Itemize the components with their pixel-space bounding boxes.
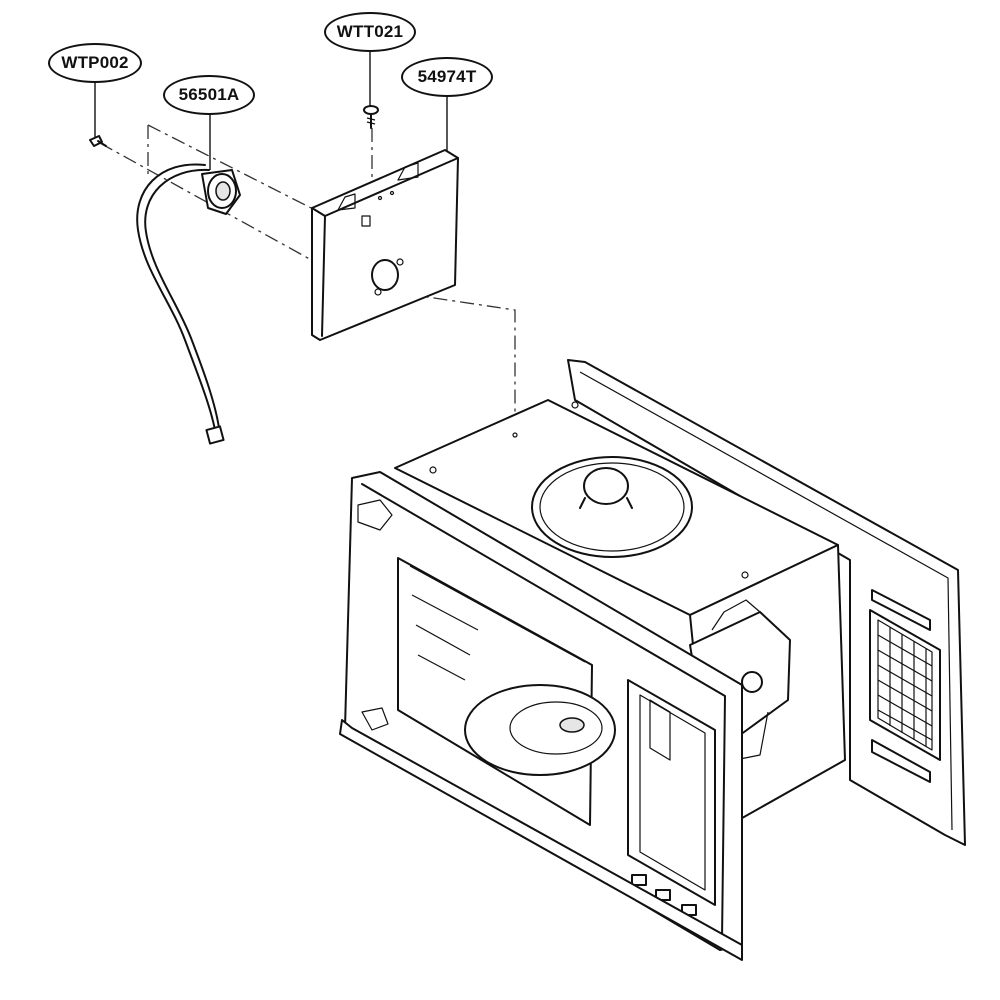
lamp-socket-56501a [136,163,241,445]
screw-wtt021 [363,105,379,129]
callout-label: WTT021 [336,22,404,41]
assembly-alignment-lines [99,124,516,435]
callout-wtt021: WTT021 [324,12,416,52]
callout-54974t: 54974T [401,57,493,97]
callout-56501a: 56501A [163,75,255,115]
callout-label: 54974T [417,67,477,86]
callout-label: WTP002 [61,53,129,72]
callout-leaders [94,51,448,170]
callout-label: 56501A [178,85,240,104]
screw-wtp002 [89,135,107,147]
lamp-bracket-54974t [311,149,459,341]
oven-cavity-assembly [339,359,966,961]
callout-wtp002: WTP002 [48,43,142,83]
